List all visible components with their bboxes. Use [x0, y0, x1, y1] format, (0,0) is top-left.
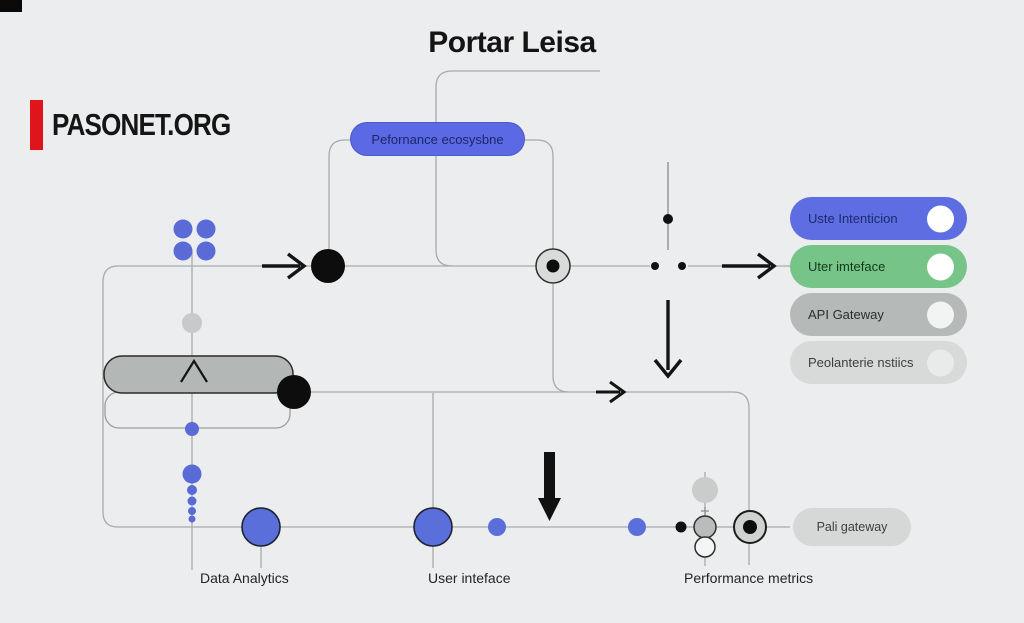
thick-down-arrow: [538, 452, 561, 521]
arrow-on-row2: [596, 380, 627, 404]
pill-left-connector: [328, 139, 350, 250]
title-connector-line: [435, 70, 600, 267]
pill-label: Uste Intenticion: [808, 211, 898, 226]
data-analytics-node: [241, 507, 281, 547]
label-performance-metrics: Performance metrics: [684, 570, 814, 586]
arrow-into-black-node: [262, 252, 307, 280]
black-node-row1: [311, 249, 345, 283]
ecosystem-pill[interactable]: Pefornance ecosysbne: [350, 122, 525, 156]
crosshair-dot-left: [651, 262, 659, 270]
gateway-pill-label: Pali gateway: [816, 520, 888, 534]
crosshair-dot-right: [678, 262, 686, 270]
crosshair-dot-top: [663, 214, 673, 224]
thick-arrow-shaft: [544, 452, 555, 498]
toggle-knob-icon: [927, 205, 954, 232]
toggle-knob-icon: [927, 253, 954, 280]
pill-uter-imteface[interactable]: Uter imteface: [790, 245, 967, 288]
pill-uste-intenticion[interactable]: Uste Intenticion: [790, 197, 967, 240]
pill-right-connector: [525, 139, 554, 250]
logo-text: PASONET.ORG: [52, 107, 231, 142]
arrow-down-middle: [653, 300, 683, 379]
row2-line: [310, 391, 750, 565]
gray-capsule: [103, 355, 294, 394]
pill-label: Peolanterie nstiics: [808, 355, 914, 370]
pill-api-gateway[interactable]: API Gateway: [790, 293, 967, 336]
bullseye-node-row1: [535, 248, 571, 284]
bullseye-down-connector: [552, 284, 570, 393]
thick-arrow-head: [538, 498, 561, 521]
user-interface-node: [413, 507, 453, 547]
gray-dot: [182, 313, 202, 333]
small-black-dot: [675, 521, 687, 533]
logo-red-bar-icon: [30, 100, 43, 150]
pali-gateway-pill[interactable]: Pali gateway: [793, 508, 911, 546]
brand-logo: PASONET.ORG: [30, 100, 264, 150]
arrow-to-green-pill: [722, 252, 777, 280]
outline-box: [104, 391, 291, 429]
arrows: [262, 252, 777, 404]
toggle-knob-icon: [927, 301, 954, 328]
capsule-block: [103, 355, 311, 409]
blue-dot-trail: [182, 422, 202, 523]
metrics-dot-stack: [692, 477, 718, 558]
chevron-up-icon: [180, 358, 208, 383]
black-node-row2: [277, 375, 311, 409]
quad-dot-icon: [173, 219, 216, 261]
small-blue-dot-1: [488, 518, 506, 536]
page-title: Portar Leisa: [428, 26, 596, 59]
crosshair-marker: [651, 162, 686, 270]
small-blue-dot-2: [628, 518, 646, 536]
pill-label: Uter imteface: [808, 259, 886, 274]
toggle-knob-icon: [927, 349, 954, 376]
label-user-inteface: User inteface: [428, 570, 511, 586]
bullseye-node-bottom: [733, 510, 767, 544]
ecosystem-pill-label: Pefornance ecosysbne: [371, 131, 504, 147]
pill-label: API Gateway: [808, 307, 884, 322]
top-left-crop-mark: [0, 0, 22, 12]
left-rail-and-bottom-row: [102, 265, 790, 528]
pill-peolanterie[interactable]: Peolanterie nstiics: [790, 341, 967, 384]
label-data-analytics: Data Analytics: [200, 570, 289, 586]
